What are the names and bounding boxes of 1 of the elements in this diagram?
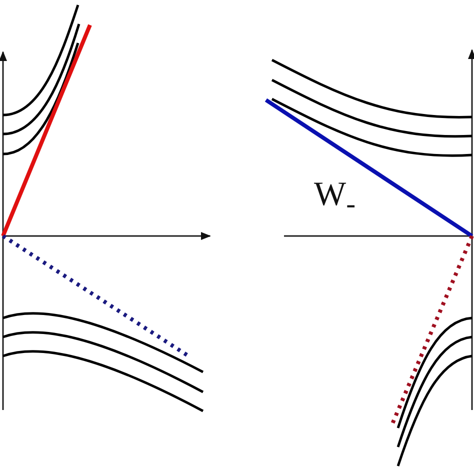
manifold-label: W$_{-}$ <box>314 178 356 220</box>
